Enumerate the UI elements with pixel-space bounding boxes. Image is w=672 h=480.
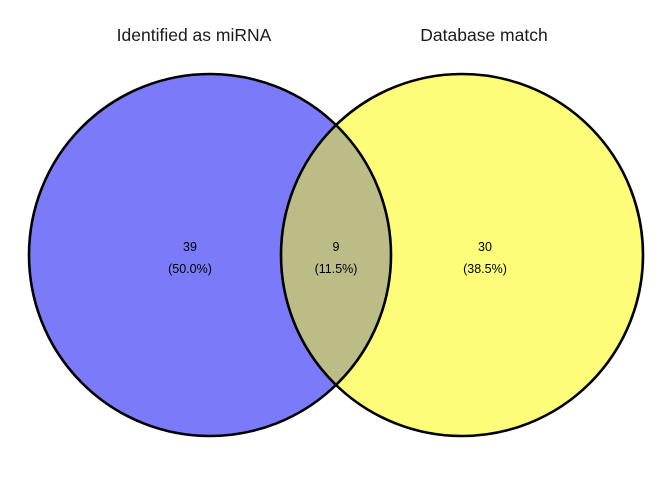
venn-circle-right-outline xyxy=(279,72,645,438)
venn-region-right-only xyxy=(281,74,643,436)
region-percent-intersection: (11.5%) xyxy=(315,262,358,276)
venn-circle-left-outline xyxy=(27,72,393,438)
region-percent-left-only: (50.0%) xyxy=(168,262,212,276)
set-label-left: Identified as miRNA xyxy=(117,25,272,45)
region-count-left-only: 39 xyxy=(183,240,197,254)
set-label-right: Database match xyxy=(420,25,547,45)
region-count-right-only: 30 xyxy=(478,240,492,254)
venn-region-left-only xyxy=(29,74,391,436)
region-count-intersection: 9 xyxy=(333,240,340,254)
region-percent-right-only: (38.5%) xyxy=(463,262,507,276)
